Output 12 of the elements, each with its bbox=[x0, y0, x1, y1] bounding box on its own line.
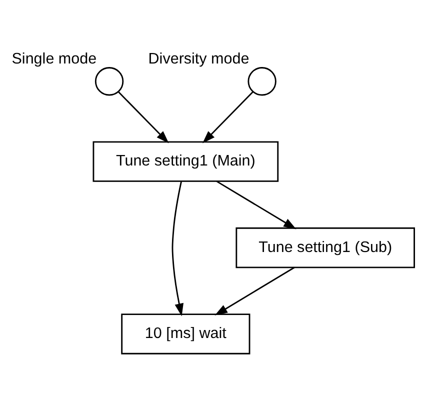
node-label: Single mode bbox=[12, 50, 97, 68]
node-box: 10 [ms] wait bbox=[121, 314, 250, 354]
arrow bbox=[202, 91, 254, 144]
arrow bbox=[216, 180, 296, 230]
arrow bbox=[214, 266, 295, 316]
node-circle bbox=[94, 67, 124, 96]
node-box: Tune setting1 (Sub) bbox=[236, 227, 415, 268]
arrow bbox=[172, 181, 184, 316]
arrow bbox=[118, 91, 169, 144]
node-label: Diversity mode bbox=[148, 50, 250, 68]
node-box: Tune setting1 (Main) bbox=[92, 141, 279, 182]
node-circle bbox=[248, 67, 276, 96]
